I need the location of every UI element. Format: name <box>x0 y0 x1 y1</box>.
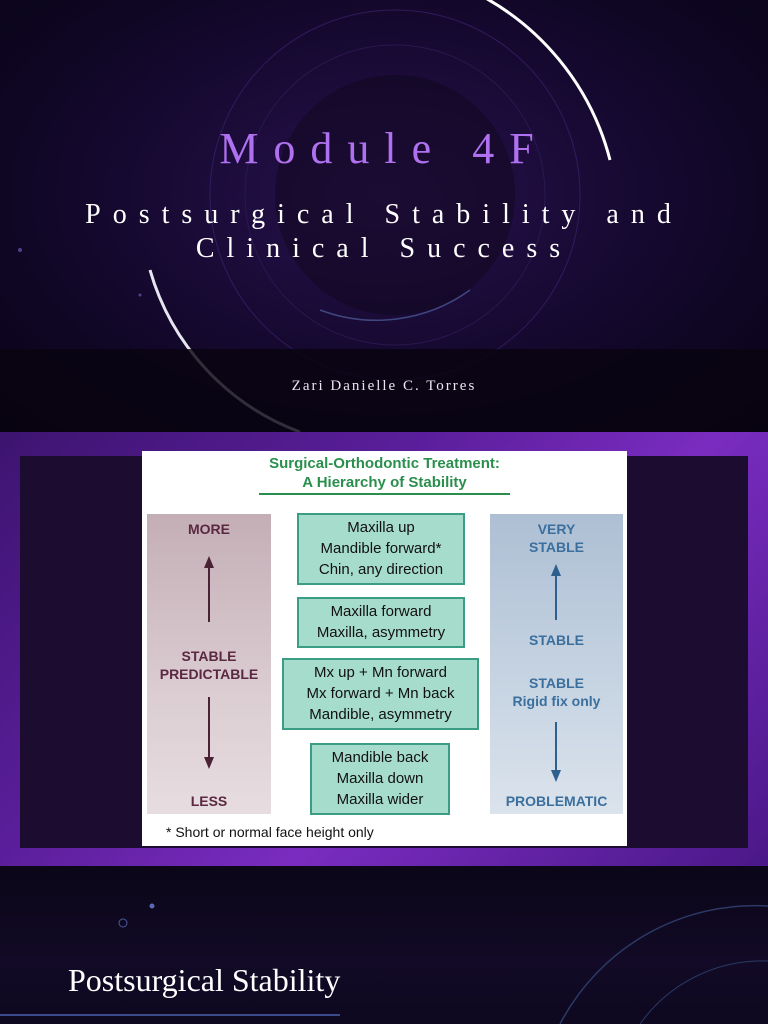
procedure-box-very-stable: Maxilla up Mandible forward* Chin, any d… <box>297 513 465 585</box>
box-line: Maxilla down <box>336 770 424 787</box>
box-line: Mandible forward* <box>320 540 442 557</box>
module-subtitle: Postsurgical Stability and Clinical Succ… <box>10 198 758 266</box>
box-line: Maxilla, asymmetry <box>316 624 446 641</box>
label-less: LESS <box>190 793 228 809</box>
box-line: Chin, any direction <box>318 561 444 578</box>
box-line: Maxilla up <box>347 519 415 536</box>
stability-scale-right: VERY STABLE STABLE STABLE Rigid fix only… <box>490 514 623 814</box>
box-line: Maxilla forward <box>330 603 432 620</box>
arrow-down-icon <box>551 722 561 782</box>
section-title: Postsurgical Stability <box>68 962 341 998</box>
section-underline <box>0 1014 340 1016</box>
author-name: Zari Danielle C. Torres <box>291 378 477 394</box>
label-stable: STABLE <box>181 648 237 664</box>
procedure-box-problematic: Mandible back Maxilla down Maxilla wider <box>310 743 450 815</box>
figure-slide: Surgical-Orthodontic Treatment: A Hierar… <box>0 432 768 866</box>
arrow-up-icon <box>551 564 561 620</box>
label-stable-mid: STABLE <box>529 632 584 648</box>
box-line: Mandible, asymmetry <box>309 706 452 723</box>
title-slide: Module 4F Postsurgical Stability and Cli… <box>0 0 768 432</box>
author-band <box>0 349 768 432</box>
label-stable-rigid: STABLE <box>529 675 584 691</box>
box-line: Mandible back <box>331 749 429 766</box>
label-very: VERY <box>537 521 576 537</box>
section-slide: Postsurgical Stability <box>0 866 768 1024</box>
stability-scale-left: MORE STABLE PREDICTABLE LESS <box>147 514 271 814</box>
label-predictable: PREDICTABLE <box>159 666 259 682</box>
figure-title: Surgical-Orthodontic Treatment: <box>269 455 500 472</box>
arrow-up-icon <box>204 556 214 622</box>
figure-title-underline <box>259 493 510 495</box>
label-rigid-fix-only: Rigid fix only <box>512 693 601 709</box>
box-line: Maxilla wider <box>336 791 424 808</box>
procedure-box-stable: Maxilla forward Maxilla, asymmetry <box>297 597 465 648</box>
section-slide-background <box>118 903 768 1024</box>
figure-subtitle: A Hierarchy of Stability <box>302 474 467 491</box>
box-line: Mx forward + Mn back <box>306 685 455 702</box>
subtitle-line-1: Postsurgical Stability and <box>85 199 683 230</box>
figure-footnote: * Short or normal face height only <box>166 824 374 840</box>
subtitle-line-2: Clinical Success <box>195 233 573 264</box>
box-line: Mx up + Mn forward <box>314 664 447 681</box>
label-very-stable: STABLE <box>529 539 584 555</box>
procedure-box-rigid-fix: Mx up + Mn forward Mx forward + Mn back … <box>282 658 479 730</box>
label-problematic: PROBLEMATIC <box>505 793 608 809</box>
stability-figure: Surgical-Orthodontic Treatment: A Hierar… <box>142 451 627 846</box>
label-more: MORE <box>188 521 230 537</box>
module-title: Module 4F <box>219 124 549 173</box>
arrow-down-icon <box>204 697 214 769</box>
